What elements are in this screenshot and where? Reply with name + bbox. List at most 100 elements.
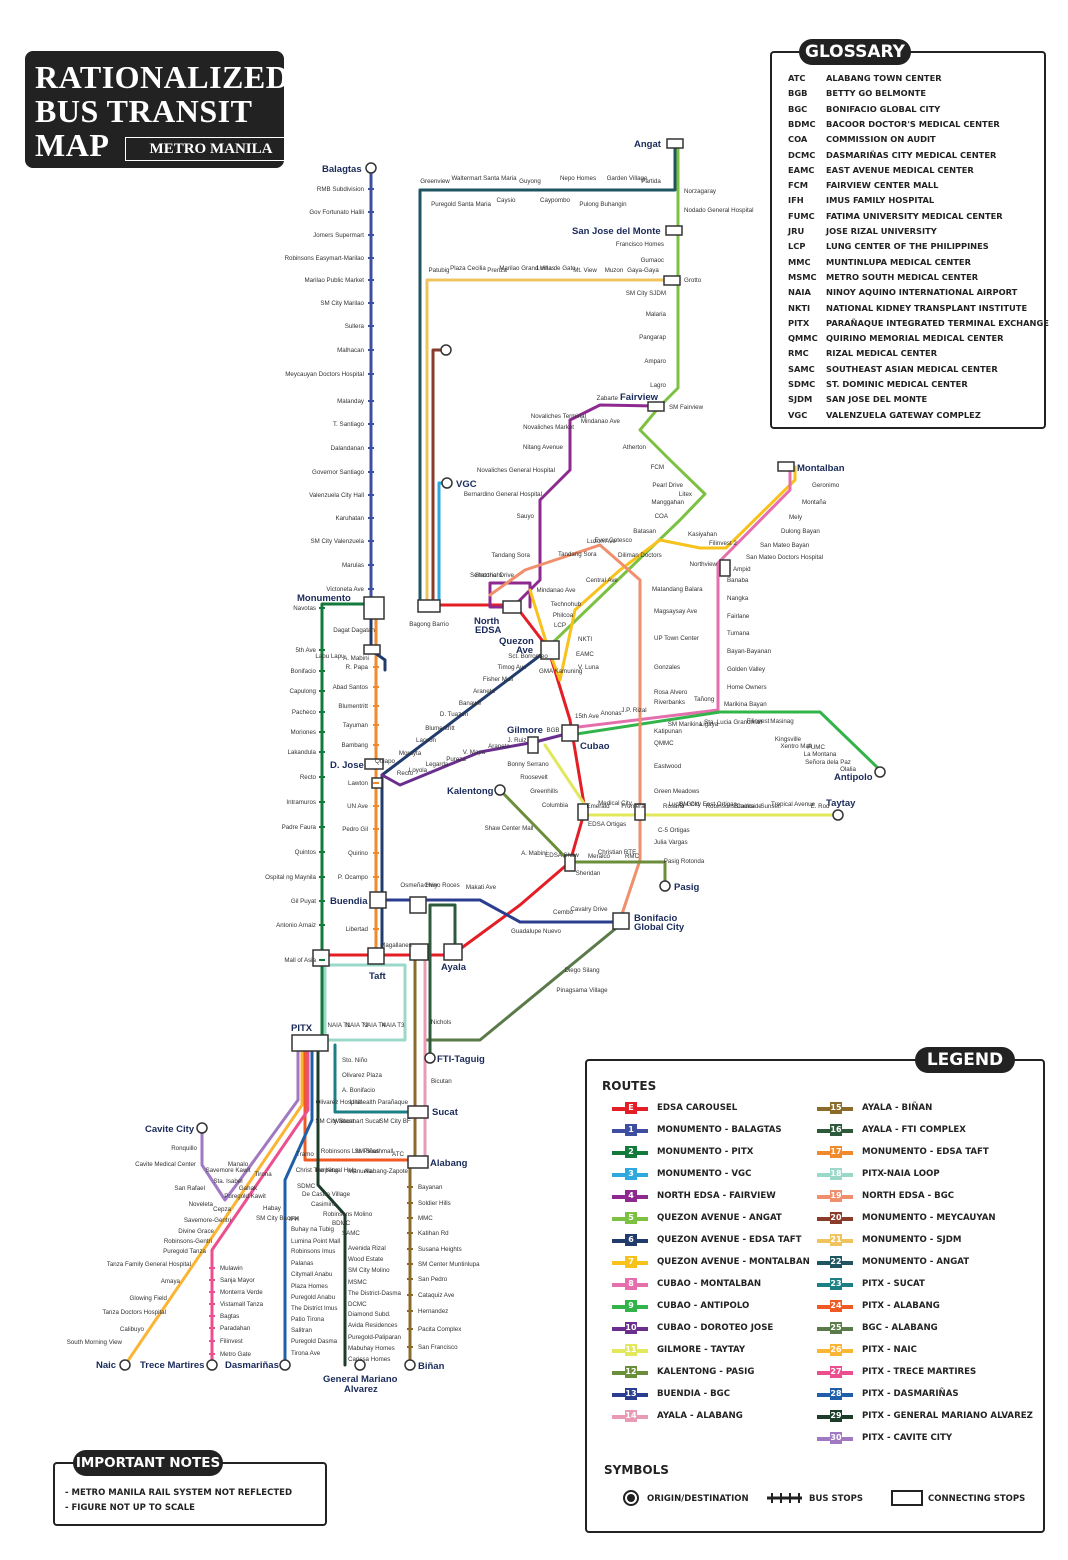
glossary-full: COMMISSION ON AUDIT	[826, 134, 936, 145]
hub-label-sjdm: San Jose del Monte	[572, 226, 661, 237]
station-label: Moriones	[291, 729, 316, 736]
hub-sjdm[interactable]	[665, 225, 683, 236]
terminal-antipolo[interactable]	[874, 766, 886, 778]
route-9-line[interactable]	[568, 710, 882, 772]
hub-edsa-shaw[interactable]	[564, 854, 576, 872]
hub-label-angat: Angat	[634, 139, 662, 150]
station-label: A. Mabini	[521, 850, 547, 857]
station-label: Libertad	[346, 926, 369, 933]
station-label: Patubig	[429, 267, 451, 274]
station-label: Shorthorn	[475, 572, 503, 579]
route-name: GILMORE - TAYTAY	[657, 1345, 746, 1355]
glossary-full: PARAÑAQUE INTEGRATED TERMINAL EXCHANGE	[826, 317, 1049, 328]
terminal-fti[interactable]	[424, 1052, 436, 1064]
terminal-gma[interactable]	[354, 1359, 366, 1371]
terminal-binan[interactable]	[404, 1359, 416, 1371]
glossary-abbr: SJDM	[788, 394, 813, 405]
terminal-trece[interactable]	[206, 1359, 218, 1371]
route-29-line[interactable]	[316, 1048, 347, 1367]
hub-label-quezon-ave-1: Quezon	[499, 636, 534, 647]
station-label: Rosa Alvero	[654, 689, 688, 696]
route-2-line[interactable]	[320, 602, 373, 1042]
hub-alabang[interactable]	[407, 1155, 429, 1169]
hub-ayala[interactable]	[409, 943, 429, 961]
route-name: NORTH EDSA - BGC	[862, 1191, 955, 1201]
route-10-line[interactable]	[380, 731, 572, 787]
station-label: IFH	[289, 1216, 299, 1223]
terminal-kalentong[interactable]	[494, 784, 506, 796]
route-23-line[interactable]	[333, 1043, 417, 1114]
hub-pitx[interactable]	[291, 1034, 329, 1052]
route-7-line[interactable]	[528, 465, 797, 682]
route-24-line[interactable]	[303, 1048, 412, 1162]
terminal-cavite-city[interactable]	[196, 1122, 208, 1134]
hub-north-edsa[interactable]	[502, 600, 522, 614]
hub-ayala-2[interactable]	[443, 943, 463, 961]
hub-buendia[interactable]	[369, 891, 387, 909]
hub-montalban[interactable]	[777, 461, 795, 472]
station-label: Novaliches Terminal	[531, 413, 586, 420]
route-3-line[interactable]	[437, 481, 448, 606]
hub-taft[interactable]	[367, 947, 385, 965]
station-label: Pasig Rotonda	[664, 858, 705, 865]
hub-bagong-barrio[interactable]	[417, 599, 441, 613]
hub-sucat[interactable]	[407, 1105, 429, 1119]
station-label: Nodado General Hospital	[684, 207, 753, 214]
route-13-line[interactable]	[374, 898, 622, 924]
route-19-line[interactable]	[488, 543, 642, 922]
route-28-line[interactable]	[283, 1048, 314, 1367]
route-12-line[interactable]	[498, 788, 667, 887]
station-label: Mindanao Ave	[536, 587, 576, 594]
terminal-pasig[interactable]	[659, 880, 671, 892]
hub-cubao[interactable]	[561, 724, 579, 742]
terminal-naic[interactable]	[119, 1359, 131, 1371]
note-item: - METRO MANILA RAIL SYSTEM NOT REFLECTED	[65, 1488, 293, 1498]
route-25-line[interactable]	[423, 923, 622, 1042]
hub-angat[interactable]	[666, 138, 684, 149]
hub-mall-of-asia[interactable]	[312, 949, 330, 967]
station-label: Robinsons Imus	[291, 1248, 335, 1255]
station-label: SM City SJDM	[626, 290, 666, 297]
hub-rosario[interactable]	[634, 803, 646, 821]
terminal-balagtas[interactable]	[365, 162, 377, 174]
hub-label-north-edsa-1: North	[474, 616, 500, 627]
route-26-line[interactable]	[123, 1048, 304, 1367]
route-8-line[interactable]	[568, 465, 792, 730]
terminal-vgc[interactable]	[441, 477, 453, 489]
station-label: Ampid	[733, 566, 751, 573]
route-18-line[interactable]	[323, 963, 407, 1042]
station-label: SM City Valenzuela	[310, 538, 364, 545]
hub-grotto[interactable]	[663, 275, 681, 286]
hub-quezon-ave[interactable]	[540, 640, 560, 660]
hub-ampid[interactable]	[719, 559, 731, 577]
station-label: Marilao Grand Villas	[499, 265, 555, 272]
station-label: Manalo	[228, 1161, 249, 1168]
hub-5th-ave[interactable]	[363, 644, 381, 655]
route-21-line[interactable]	[425, 278, 674, 606]
hub-d-jose[interactable]	[364, 758, 384, 770]
station-label: Sunset	[760, 803, 780, 810]
station-label: Araneta	[488, 743, 510, 750]
glossary-abbr: DCMC	[788, 149, 816, 160]
hub-edsa-ortigas[interactable]	[577, 803, 589, 821]
route-22-line[interactable]	[418, 141, 677, 606]
route-number-badge: 23	[830, 1278, 842, 1290]
terminal-meycauyan[interactable]	[440, 344, 452, 356]
route-30-line[interactable]	[200, 1048, 300, 1202]
legend-symbols	[623, 1490, 923, 1506]
hub-osmena[interactable]	[409, 896, 427, 914]
route-number-badge: 8	[625, 1278, 637, 1290]
hub-fairview[interactable]	[647, 401, 665, 412]
hub-monumento[interactable]	[363, 596, 385, 620]
terminal-taytay[interactable]	[832, 809, 844, 821]
route-5-line[interactable]	[543, 141, 707, 652]
hub-gilmore[interactable]	[527, 736, 539, 754]
hub-bgc[interactable]	[612, 912, 630, 930]
route-27-line[interactable]	[210, 1048, 310, 1367]
terminal-dasmarinas[interactable]	[279, 1359, 291, 1371]
station-label: Habay	[263, 1205, 282, 1212]
station-label: EDSA Shaw	[545, 852, 579, 859]
route-16-line[interactable]	[428, 903, 457, 1060]
route-4-line[interactable]	[488, 403, 657, 609]
